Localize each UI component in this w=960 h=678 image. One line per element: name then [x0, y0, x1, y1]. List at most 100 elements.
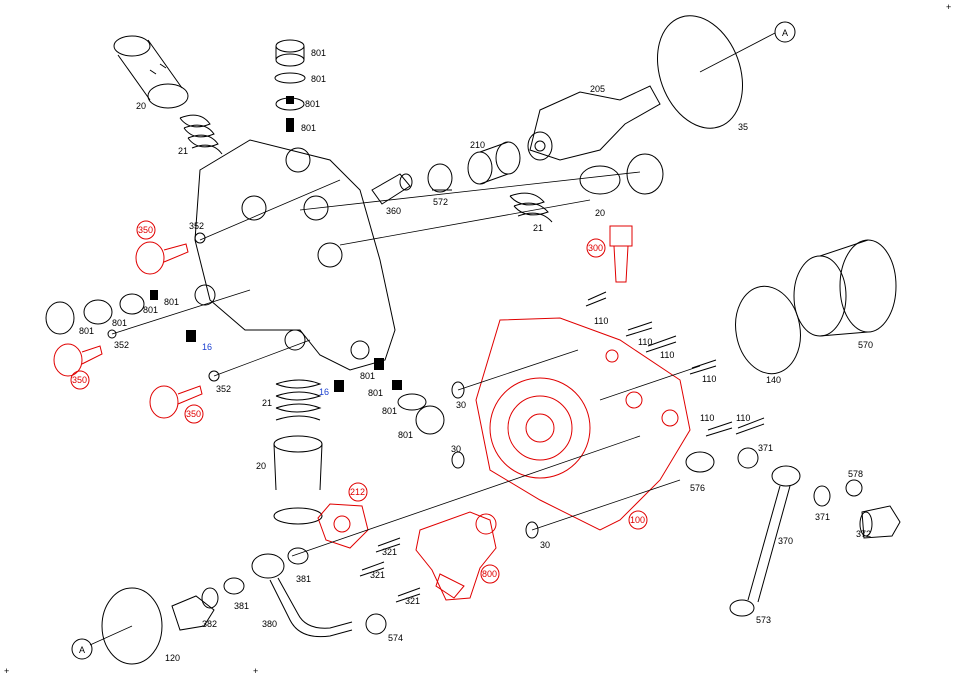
part-570-cylinder [793, 239, 897, 337]
label-110-e: 110 [700, 413, 714, 423]
label-360: 360 [386, 206, 401, 216]
label-801-d: 801 [301, 123, 316, 133]
part-321-screws [359, 537, 421, 603]
part-370-pipe [747, 465, 801, 603]
label-21-low: 21 [262, 398, 272, 408]
label-801-f: 801 [143, 305, 158, 315]
part-35-oring [656, 15, 744, 129]
part-140-oring [735, 285, 801, 375]
part-350-valve-a [135, 241, 189, 275]
svg-text:350: 350 [186, 409, 201, 419]
callout-A-bottom-circle [71, 638, 93, 660]
callout-350-a: 350 [136, 220, 156, 240]
label-20-low: 20 [256, 461, 266, 471]
label-801-h: 801 [360, 371, 375, 381]
part-576-cap [685, 451, 715, 473]
label-572: 572 [433, 197, 448, 207]
svg-text:350: 350 [72, 375, 87, 385]
label-370: 370 [778, 536, 793, 546]
label-21-top: 21 [178, 146, 188, 156]
svg-text:100: 100 [630, 515, 645, 525]
label-30-b: 30 [451, 444, 461, 454]
part-801-cluster-left [45, 290, 158, 335]
corner-mark-top-right: + [946, 2, 951, 12]
part-21-top-spring [179, 114, 223, 155]
label-371-a: 371 [758, 443, 773, 453]
part-100-pump-body [475, 317, 691, 531]
label-801-a: 801 [311, 48, 326, 58]
label-801-j: 801 [382, 406, 397, 416]
label-578: 578 [848, 469, 863, 479]
label-372: 372 [856, 529, 871, 539]
part-574-nut [365, 613, 387, 635]
label-210: 210 [470, 140, 485, 150]
part-371-washer-b [813, 485, 831, 507]
part-350-valve-b [53, 343, 103, 377]
callout-A-top-label: A [782, 28, 788, 38]
part-30-ring-c [525, 521, 539, 539]
part-212-gasket [317, 503, 369, 549]
label-21-mid: 21 [533, 223, 543, 233]
label-570: 570 [858, 340, 873, 350]
label-801-i: 801 [368, 388, 383, 398]
label-380: 380 [262, 619, 277, 629]
label-30-c: 30 [540, 540, 550, 550]
label-110-f: 110 [736, 413, 750, 423]
part-21-mid-spring [509, 192, 553, 223]
part-360-fitting [371, 173, 413, 205]
label-801-k: 801 [398, 430, 413, 440]
part-120-oring [101, 587, 163, 665]
part-housing [194, 139, 396, 371]
part-573-nut [729, 599, 755, 617]
label-110-d: 110 [702, 374, 716, 384]
label-321-c: 321 [405, 596, 420, 606]
label-801-b: 801 [311, 74, 326, 84]
part-572-sleeve [427, 163, 453, 193]
label-352-c: 352 [216, 384, 231, 394]
part-371-washer-a [737, 447, 759, 469]
part-30-ring-a [451, 381, 465, 399]
label-120: 120 [165, 653, 180, 663]
svg-text:212: 212 [350, 487, 365, 497]
label-140: 140 [766, 375, 781, 385]
part-800-metering-valve [415, 511, 497, 601]
part-350-valve-c [149, 385, 203, 419]
label-573: 573 [756, 615, 771, 625]
part-20-top-cap [113, 35, 189, 109]
part-210-bushing [467, 141, 521, 185]
part-16-plug-a [186, 330, 196, 342]
callout-A-bottom-label: A [79, 645, 85, 655]
label-30-a: 30 [456, 400, 466, 410]
callout-100: 100 [628, 510, 648, 530]
part-110-screws [585, 291, 765, 437]
svg-text:350: 350 [138, 225, 153, 235]
part-205-drive-shaft [527, 85, 661, 161]
label-352-b: 352 [114, 340, 129, 350]
label-16-b: 16 [319, 387, 329, 397]
label-382: 382 [202, 619, 217, 629]
label-574: 574 [388, 633, 403, 643]
callout-300: 300 [586, 238, 606, 258]
callout-A-top-circle [774, 21, 796, 43]
part-372-banjo-bolt [859, 505, 901, 539]
label-352-a: 352 [189, 221, 204, 231]
label-801-cluster: 801 [79, 326, 94, 336]
corner-mark-bottom-mid: + [253, 666, 258, 676]
label-20-mid: 20 [595, 208, 605, 218]
assembly-axis-lines [111, 171, 701, 557]
label-321-a: 321 [382, 547, 397, 557]
label-321-b: 321 [370, 570, 385, 580]
part-16-plug-b [334, 380, 344, 392]
part-801-cluster-mid [374, 358, 445, 435]
label-801-g: 801 [112, 318, 127, 328]
svg-text:300: 300 [588, 243, 603, 253]
label-801-e: 801 [164, 297, 179, 307]
label-35: 35 [738, 122, 748, 132]
part-300-fitting [609, 225, 633, 283]
label-381-a: 381 [296, 574, 311, 584]
part-20-low-cup [273, 435, 323, 525]
part-30-ring-b [451, 451, 465, 469]
label-110-b: 110 [638, 337, 652, 347]
callout-350-b: 350 [70, 370, 90, 390]
label-576: 576 [690, 483, 705, 493]
